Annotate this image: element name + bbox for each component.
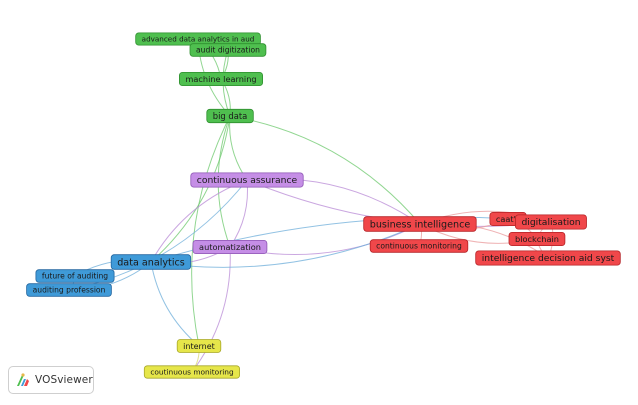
node-intelligence-decision-aid[interactable]: intelligence decision aid syst <box>475 250 621 266</box>
node-business-intelligence[interactable]: business intelligence <box>363 216 477 232</box>
node-pill-big-data[interactable] <box>206 108 254 124</box>
node-auditing-profession[interactable]: auditing profession <box>26 283 112 297</box>
link-big-data-business-intelligence <box>229 115 421 225</box>
vosviewer-logo: VOSviewer <box>8 366 94 394</box>
node-advanced-data-analytics[interactable]: advanced data analytics in aud <box>135 32 261 46</box>
node-label-digitalisation: digitalisation <box>521 217 580 228</box>
node-label-big-data: big data <box>213 111 248 121</box>
node-label-audit-digitization: audit digitization <box>196 46 260 55</box>
link-big-data-internet <box>191 115 231 347</box>
node-pill-continuous-assurance[interactable] <box>190 172 304 188</box>
node-pill-business-intelligence[interactable] <box>363 216 477 232</box>
node-label-automatization: automatization <box>199 242 261 252</box>
node-pill-audit-digitization[interactable] <box>189 43 267 57</box>
node-pill-machine-learning[interactable] <box>178 72 263 87</box>
node-continuous-monitoring-red[interactable]: continuous monitoring <box>369 239 469 253</box>
node-big-data[interactable]: big data <box>206 108 254 124</box>
node-label-continuous-assurance: continuous assurance <box>197 175 298 186</box>
node-pill-digitalisation[interactable] <box>515 214 587 230</box>
node-label-business-intelligence: business intelligence <box>370 219 471 230</box>
node-pill-auditing-profession[interactable] <box>26 283 112 297</box>
node-continuous-assurance[interactable]: continuous assurance <box>190 172 304 188</box>
vosviewer-logo-icon <box>17 373 29 386</box>
link-big-data-data-analytics <box>150 115 231 263</box>
node-pill-future-of-auditing[interactable] <box>35 269 115 283</box>
vosviewer-logo-text: VOSviewer <box>35 374 93 386</box>
node-label-blockchain: blockchain <box>515 234 559 244</box>
node-label-continuous-monitoring-red: continuous monitoring <box>376 242 462 251</box>
node-pill-coutinuous-monitoring[interactable] <box>143 365 241 379</box>
node-label-data-analytics: data analytics <box>117 257 185 268</box>
node-pill-data-analytics[interactable] <box>110 254 192 270</box>
node-internet[interactable]: internet <box>176 339 222 353</box>
node-label-future-of-auditing: future of auditing <box>42 272 108 281</box>
link-automatization-coutinuous-monitoring <box>191 246 231 373</box>
node-pill-intelligence-decision-aid[interactable] <box>475 250 621 266</box>
node-automatization[interactable]: automatization <box>192 239 268 254</box>
node-label-advanced-data-analytics: advanced data analytics in aud <box>142 35 255 44</box>
node-machine-learning[interactable]: machine learning <box>178 72 263 87</box>
links-layer <box>68 38 554 373</box>
node-pill-continuous-monitoring-red[interactable] <box>369 239 469 253</box>
node-label-machine-learning: machine learning <box>185 74 256 84</box>
node-coutinuous-monitoring[interactable]: coutinuous monitoring <box>143 365 241 379</box>
node-data-analytics[interactable]: data analytics <box>110 254 192 270</box>
link-data-analytics-internet <box>150 261 200 347</box>
node-digitalisation[interactable]: digitalisation <box>515 214 587 230</box>
node-label-caats: caat's <box>496 214 520 224</box>
node-label-auditing-profession: auditing profession <box>33 286 106 295</box>
node-future-of-auditing[interactable]: future of auditing <box>35 269 115 283</box>
node-blockchain[interactable]: blockchain <box>508 231 566 246</box>
node-pill-internet[interactable] <box>176 339 222 353</box>
node-pill-automatization[interactable] <box>192 239 268 254</box>
nodes-layer: advanced data analytics in aud audit digi… <box>26 32 621 379</box>
node-label-internet: internet <box>183 342 215 351</box>
node-label-intelligence-decision-aid: intelligence decision aid syst <box>482 253 615 264</box>
node-audit-digitization[interactable]: audit digitization <box>189 43 267 57</box>
node-pill-blockchain[interactable] <box>508 231 566 246</box>
link-big-data-continuous-assurance <box>229 115 248 181</box>
node-label-coutinuous-monitoring: coutinuous monitoring <box>150 368 234 377</box>
